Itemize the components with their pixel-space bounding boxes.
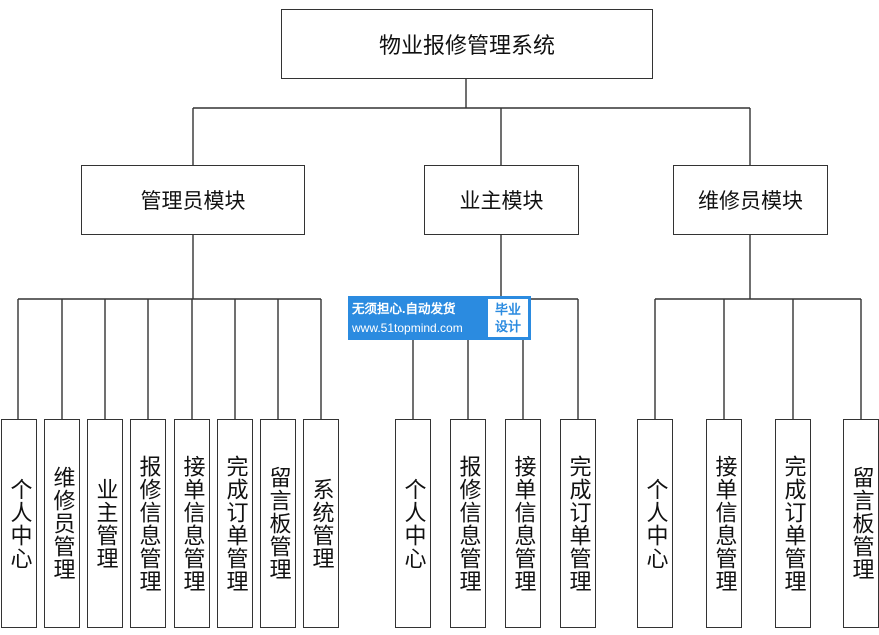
leaf-node: 完成订单管理 [217,419,253,628]
module-label: 维修员模块 [698,189,803,213]
watermark-tag: 毕业 设计 [488,299,528,337]
leaf-label: 个人中心 [6,477,32,570]
module-label: 管理员模块 [140,189,246,213]
leaf-node: 报修信息管理 [130,419,166,628]
module-owner: 业主模块 [424,165,579,235]
leaf-node: 留言板管理 [843,419,879,628]
root-label: 物业报修管理系统 [378,34,555,59]
leaf-node: 完成订单管理 [775,419,811,628]
leaf-node: 完成订单管理 [560,419,596,628]
watermark-badge: 无须担心.自动发货 www.51topmind.com 毕业 设计 [348,296,531,340]
leaf-label: 接单信息管理 [711,454,737,593]
leaf-label: 个人中心 [400,477,426,570]
leaf-label: 完成订单管理 [780,454,806,593]
module-label: 业主模块 [459,189,544,213]
leaf-node: 个人中心 [1,419,37,628]
leaf-label: 留言板管理 [265,466,291,581]
watermark-url: www.51topmind.com [352,320,463,335]
watermark-slogan: 无须担心.自动发货 [352,301,456,316]
leaf-label: 业主管理 [92,477,118,570]
leaf-label: 报修信息管理 [455,454,481,593]
root-node: 物业报修管理系统 [281,9,653,79]
leaf-node: 系统管理 [303,419,339,628]
leaf-node: 个人中心 [395,419,431,628]
watermark-tag-line1: 毕业 [494,302,521,317]
leaf-label: 系统管理 [308,477,334,570]
watermark-text: 无须担心.自动发货 www.51topmind.com [348,296,485,340]
leaf-node: 报修信息管理 [450,419,486,628]
watermark-tag-line2: 设计 [494,319,521,334]
leaf-label: 接单信息管理 [510,454,536,593]
leaf-node: 接单信息管理 [505,419,541,628]
leaf-node: 维修员管理 [44,419,80,628]
leaf-label: 留言板管理 [848,466,874,581]
leaf-label: 完成订单管理 [565,454,591,593]
leaf-label: 维修员管理 [49,466,75,581]
leaf-node: 留言板管理 [260,419,296,628]
leaf-label: 个人中心 [642,477,668,570]
leaf-label: 完成订单管理 [222,454,248,593]
leaf-node: 业主管理 [87,419,123,628]
module-admin: 管理员模块 [81,165,305,235]
leaf-node: 接单信息管理 [174,419,210,628]
leaf-node: 个人中心 [637,419,673,628]
leaf-node: 接单信息管理 [706,419,742,628]
leaf-label: 报修信息管理 [135,454,161,593]
module-repairman: 维修员模块 [673,165,828,235]
leaf-label: 接单信息管理 [179,454,205,593]
